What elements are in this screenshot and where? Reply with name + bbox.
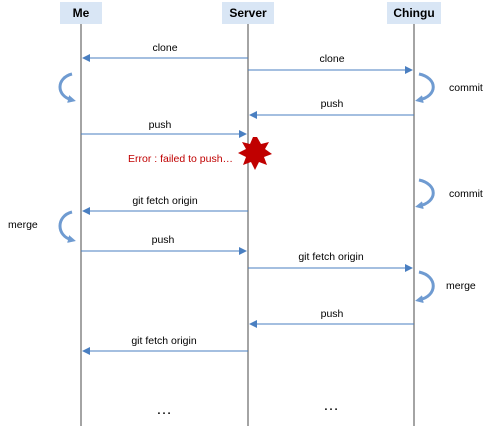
error-burst-icon bbox=[238, 137, 272, 170]
loop-label: commit bbox=[449, 82, 483, 94]
message-fetch-server-to-chingu: git fetch origin bbox=[248, 251, 413, 272]
message-push-me-to-server-2: push bbox=[81, 234, 247, 255]
push-error: Error : failed to push… bbox=[128, 137, 272, 170]
ellipsis-me-server: … bbox=[156, 401, 172, 418]
participant-chingu-label: Chingu bbox=[393, 6, 434, 20]
participant-chingu: Chingu bbox=[387, 2, 441, 24]
message-label: clone bbox=[152, 42, 177, 54]
loop-label: commit bbox=[449, 188, 483, 200]
participant-server: Server bbox=[222, 2, 274, 24]
loop-chingu-commit: commit bbox=[415, 72, 483, 104]
message-label: push bbox=[321, 308, 344, 320]
message-label: push bbox=[149, 119, 172, 131]
message-label: push bbox=[321, 98, 344, 110]
message-label: git fetch origin bbox=[298, 251, 364, 263]
loop-me-first bbox=[58, 72, 76, 103]
participant-server-label: Server bbox=[229, 6, 267, 20]
participant-chingu-box bbox=[387, 2, 441, 24]
participant-server-box bbox=[222, 2, 274, 24]
message-label: git fetch origin bbox=[131, 335, 197, 347]
loop-label: merge bbox=[446, 280, 476, 292]
message-label: push bbox=[152, 234, 175, 246]
loop-arrow-icon bbox=[415, 72, 435, 104]
participant-me: Me bbox=[60, 2, 102, 24]
loop-arrow-icon bbox=[58, 210, 76, 243]
message-clone-server-to-chingu: clone bbox=[248, 53, 413, 74]
message-push-chingu-to-server: push bbox=[249, 98, 414, 119]
message-label: clone bbox=[319, 53, 344, 65]
loop-arrow-icon bbox=[58, 72, 76, 103]
ellipsis-server-chingu: … bbox=[323, 397, 339, 414]
message-clone-server-to-me: clone bbox=[82, 42, 248, 62]
message-fetch-server-to-me-2: git fetch origin bbox=[82, 335, 248, 355]
loop-chingu-merge: merge bbox=[415, 270, 476, 304]
loop-chingu-commit-2: commit bbox=[415, 178, 483, 210]
message-push-chingu-to-server-2: push bbox=[249, 308, 414, 328]
message-label: git fetch origin bbox=[132, 195, 198, 207]
participant-me-label: Me bbox=[73, 6, 90, 20]
loop-arrow-icon bbox=[415, 178, 435, 210]
message-fetch-server-to-me: git fetch origin bbox=[82, 195, 248, 215]
error-message: Error : failed to push… bbox=[128, 153, 233, 165]
loop-label: merge bbox=[8, 219, 38, 231]
loop-arrow-icon bbox=[415, 270, 435, 304]
loop-me-merge: merge bbox=[8, 210, 76, 243]
message-push-me-to-server: push bbox=[81, 119, 247, 138]
participant-me-box bbox=[60, 2, 102, 24]
